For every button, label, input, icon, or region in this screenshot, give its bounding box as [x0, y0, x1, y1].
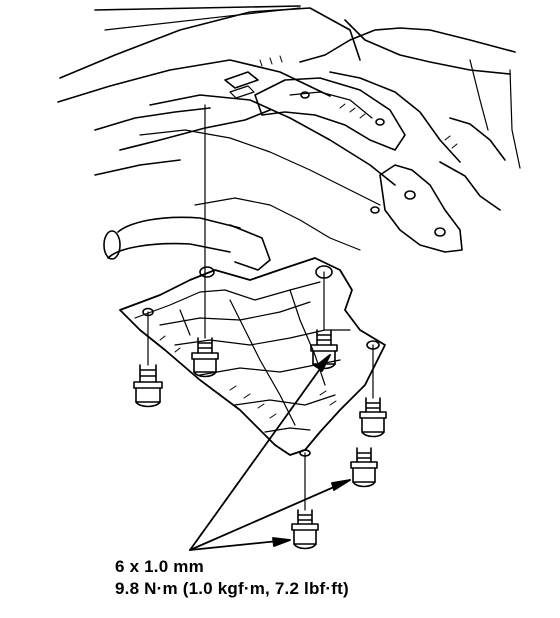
arrowhead [331, 479, 351, 491]
mount-hole [434, 227, 446, 237]
shield-bolt-hole [199, 266, 215, 278]
flange-bolt [291, 509, 319, 550]
bolt-size-label: 6 x 1.0 mm [115, 557, 204, 576]
callout-arrows [189, 354, 351, 551]
mount-hole [375, 118, 385, 126]
torque-spec-label: 9.8 N·m (1.0 kgf·m, 7.2 lbf·ft) [115, 579, 349, 598]
mount-hole [404, 190, 416, 200]
mount-hole [300, 91, 310, 99]
bolt-guide-lines [147, 104, 374, 511]
vehicle-body-structure [57, 5, 521, 253]
exhaust-pipe [103, 216, 271, 271]
mount-hole [370, 206, 380, 214]
flange-bolt [350, 447, 378, 488]
callout-arrow [189, 479, 351, 551]
flange-bolt [133, 364, 163, 408]
slot-opening [224, 71, 259, 89]
slot-opening [229, 85, 255, 99]
arrowhead [315, 354, 331, 372]
arrowhead [272, 537, 291, 547]
callout-arrow [189, 539, 289, 551]
flange-bolt [191, 337, 219, 378]
callout-arrow [189, 354, 331, 551]
flange-bolt [359, 397, 387, 438]
splash-shield-panel [119, 257, 386, 457]
